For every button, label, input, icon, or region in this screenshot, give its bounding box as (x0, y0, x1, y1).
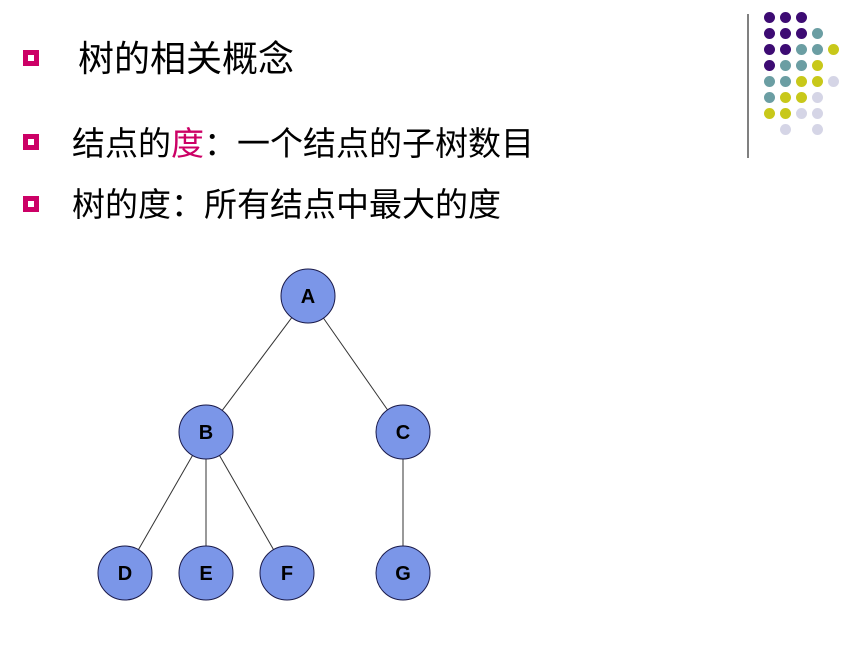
decorative-dot (812, 108, 823, 119)
tree-node-label: G (395, 563, 411, 585)
tree-node-a: A (280, 268, 336, 324)
decorative-dot (780, 12, 791, 23)
decorative-dot (764, 108, 775, 119)
decorative-dot (764, 92, 775, 103)
decorative-dot (764, 44, 775, 55)
tree-node-circle (178, 404, 234, 460)
decorative-dot (796, 60, 807, 71)
bullet-1-highlight: 度 (171, 124, 204, 163)
slide-title: 树的相关概念 (78, 39, 295, 80)
decorative-dot (764, 28, 775, 39)
tree-node-e: E (178, 545, 234, 601)
decorative-dot (780, 44, 791, 55)
decorative-dot (812, 28, 823, 39)
decorative-dot (780, 124, 791, 135)
decorative-dot (780, 60, 791, 71)
decorative-dot (796, 92, 807, 103)
decorative-divider (747, 14, 749, 158)
tree-node-circle (280, 268, 336, 324)
tree-node-g: G (375, 545, 431, 601)
tree-node-label: B (199, 422, 213, 444)
decorative-dot (828, 44, 839, 55)
decorative-dot (780, 76, 791, 87)
decorative-dot (764, 76, 775, 87)
decorative-dot (812, 44, 823, 55)
tree-edge-a-b (221, 317, 293, 411)
decorative-dot (828, 76, 839, 87)
decorative-dot (780, 28, 791, 39)
decorative-dot (796, 28, 807, 39)
decorative-dot (764, 12, 775, 23)
decorative-dot (812, 92, 823, 103)
decorative-dot (796, 108, 807, 119)
bullet-1-text-after: ：一个结点的子树数目 (204, 124, 534, 163)
tree-node-circle (375, 404, 431, 460)
tree-node-label: E (199, 563, 212, 585)
tree-edge-a-c (323, 317, 388, 411)
decorative-dot (796, 76, 807, 87)
title-bullet-icon (23, 50, 39, 66)
bullet-square-icon (23, 196, 39, 212)
bullet-item-2: 树的度：所有结点中最大的度 (72, 188, 501, 221)
tree-node-circle (259, 545, 315, 601)
tree-node-label: C (396, 422, 410, 444)
bullet-1-text-before: 结点的 (72, 124, 171, 163)
tree-node-circle (178, 545, 234, 601)
tree-node-f: F (259, 545, 315, 601)
tree-node-label: A (301, 286, 315, 308)
decorative-dot (780, 92, 791, 103)
tree-edge-b-d (138, 455, 193, 550)
bullet-item-1: 结点的度：一个结点的子树数目 (72, 127, 534, 160)
tree-node-label: D (118, 563, 132, 585)
decorative-dot (780, 108, 791, 119)
decorative-dot (796, 12, 807, 23)
decorative-dot (764, 60, 775, 71)
tree-node-b: B (178, 404, 234, 460)
bullet-2-text: 树的度：所有结点中最大的度 (72, 185, 501, 224)
decorative-dot (796, 44, 807, 55)
decorative-dot-grid (764, 12, 844, 140)
bullet-square-icon (23, 134, 39, 150)
tree-node-circle (97, 545, 153, 601)
decorative-dot (812, 60, 823, 71)
decorative-dot (812, 124, 823, 135)
tree-node-d: D (97, 545, 153, 601)
tree-edge-b-f (219, 455, 274, 550)
decorative-dot (812, 76, 823, 87)
tree-node-circle (375, 545, 431, 601)
tree-node-label: F (281, 563, 293, 585)
tree-node-c: C (375, 404, 431, 460)
